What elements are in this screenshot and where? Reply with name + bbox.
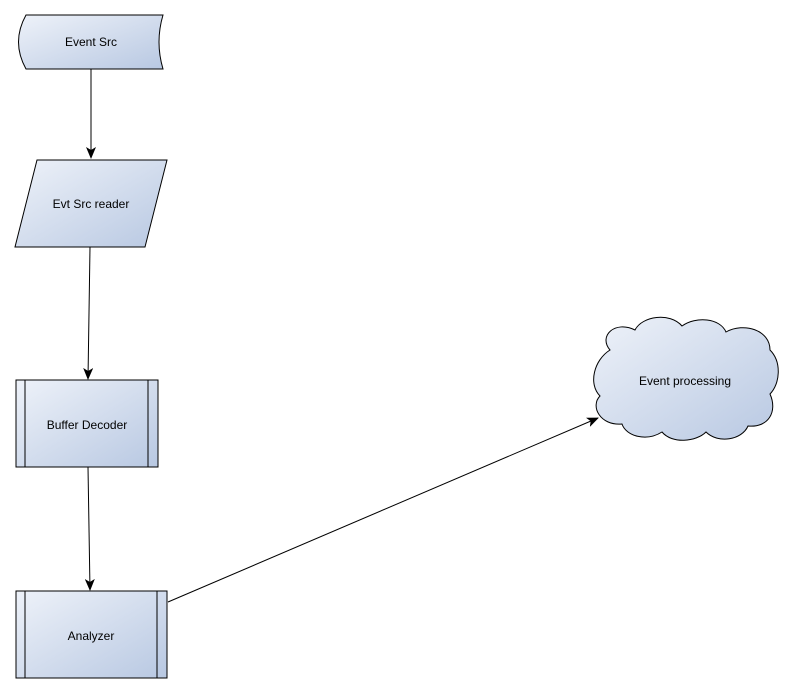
edges (83, 69, 599, 603)
node-label-buffer-decoder: Buffer Decoder (47, 418, 128, 432)
edge-evt-src-reader-to-buffer-decoder (83, 246, 94, 380)
node-label-evt-src-reader: Evt Src reader (53, 197, 130, 211)
node-label-event-src: Event Src (65, 35, 117, 49)
node-label-event-processing: Event processing (639, 374, 731, 388)
node-event-processing[interactable]: Event processing (593, 316, 779, 441)
edge-analyzer-to-event-processing (167, 417, 599, 603)
node-buffer-decoder[interactable]: Buffer Decoder (15, 379, 159, 468)
edge-buffer-decoder-to-analyzer (84, 466, 95, 591)
node-evt-src-reader[interactable]: Evt Src reader (14, 159, 168, 248)
node-analyzer[interactable]: Analyzer (15, 590, 168, 679)
node-label-analyzer: Analyzer (68, 629, 115, 643)
node-event-src[interactable]: Event Src (18, 14, 164, 70)
